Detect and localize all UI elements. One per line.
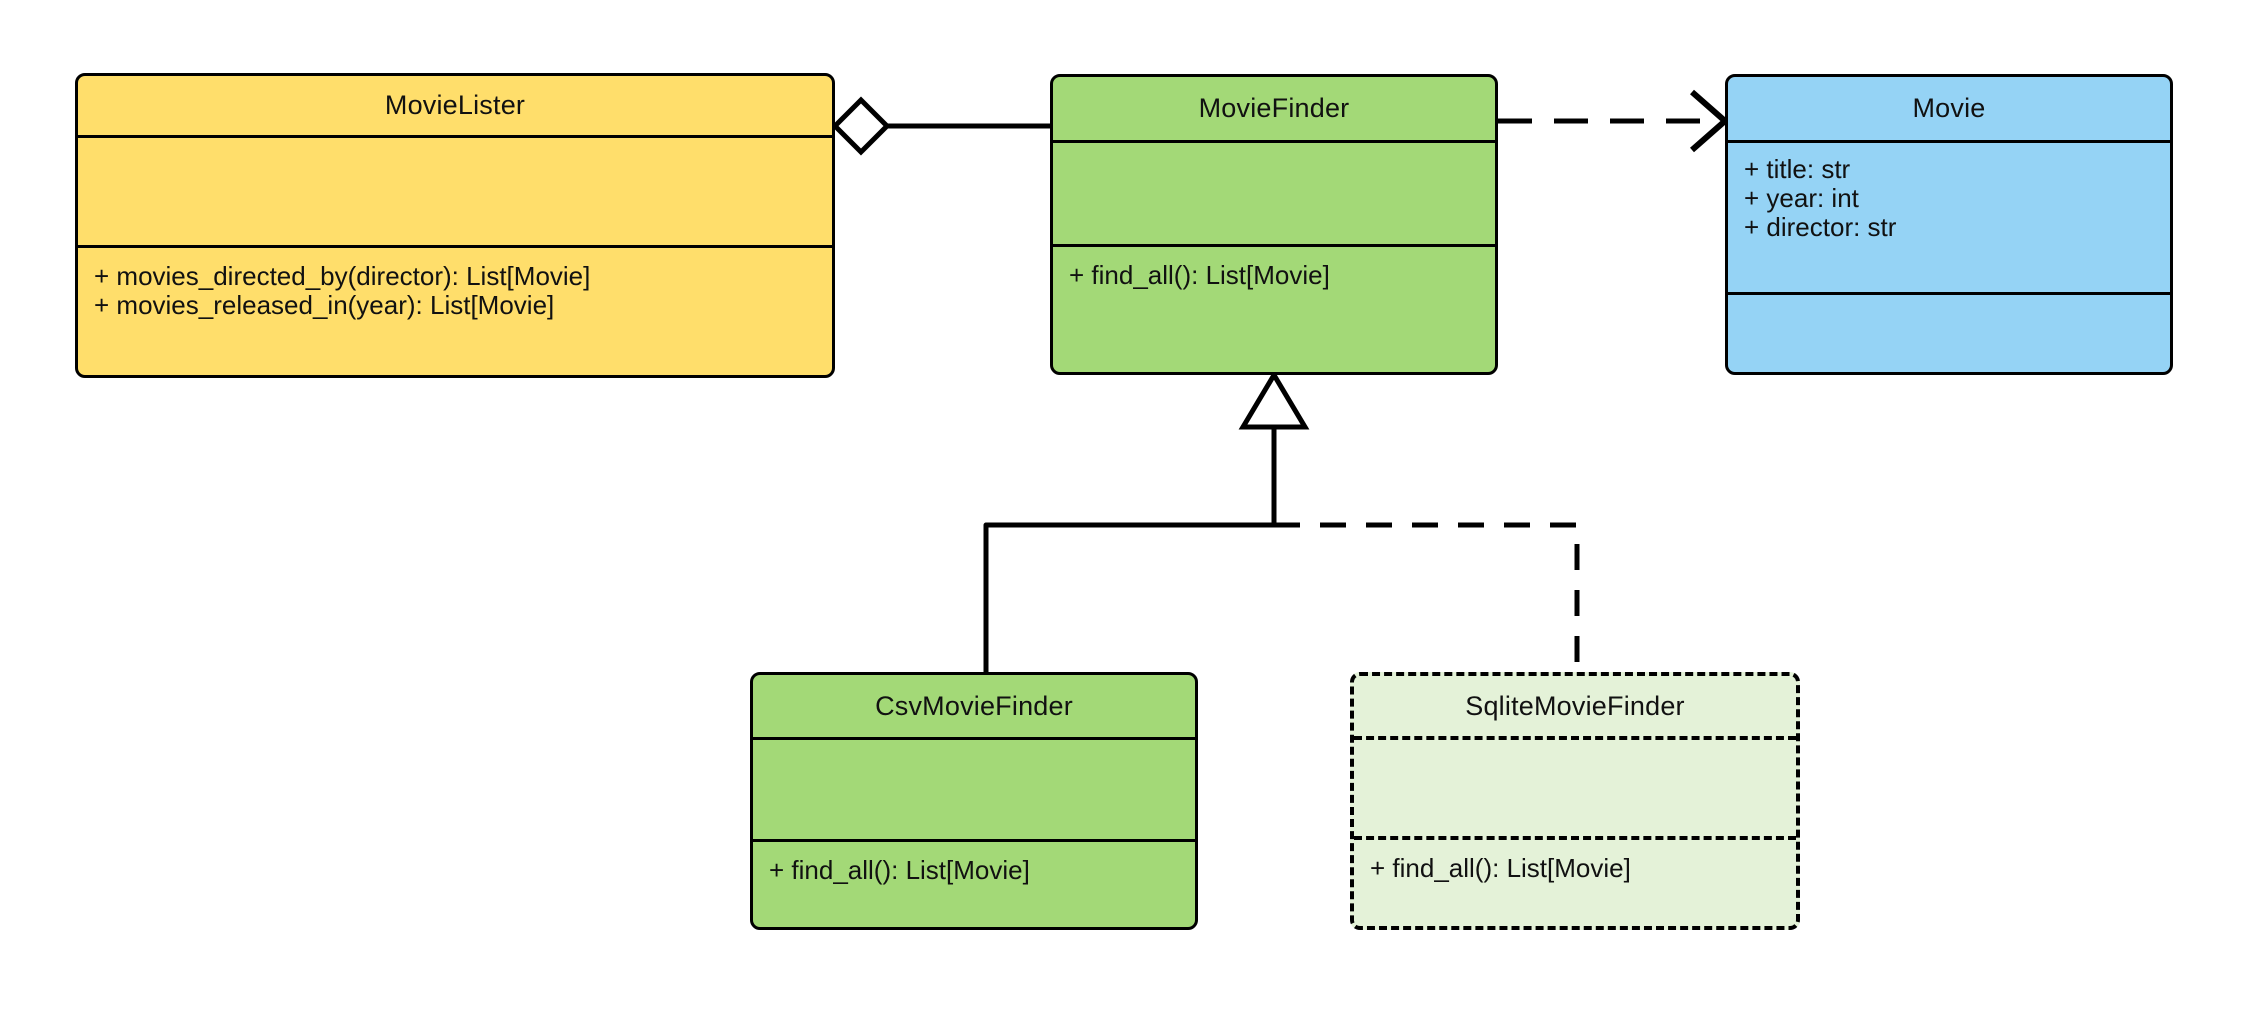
- class-attributes-sqlite-movie-finder: [1354, 740, 1796, 840]
- class-name-movie-lister: MovieLister: [78, 76, 832, 138]
- class-operations-sqlite-movie-finder: + find_all(): List[Movie]: [1354, 840, 1796, 926]
- class-name-movie-finder: MovieFinder: [1053, 77, 1495, 143]
- attribute-item: + title: str: [1744, 154, 1851, 184]
- class-box-movie-lister[interactable]: MovieLister + movies_directed_by(directo…: [75, 73, 835, 378]
- hollow-diamond-icon: [831, 96, 891, 156]
- class-name-movie: Movie: [1728, 77, 2170, 143]
- operation-item: + find_all(): List[Movie]: [1370, 853, 1631, 883]
- operation-item: + movies_directed_by(director): List[Mov…: [94, 261, 591, 291]
- generalization-line-csv: [983, 522, 1274, 672]
- class-operations-movie-lister: + movies_directed_by(director): List[Mov…: [78, 248, 832, 375]
- aggregation-lister-to-finder: [831, 96, 1050, 156]
- class-name-csv-movie-finder: CsvMovieFinder: [753, 675, 1195, 740]
- open-arrow-icon: [1690, 89, 1730, 153]
- generalization-sqlite-to-finder: [1274, 522, 1580, 672]
- class-box-movie-finder[interactable]: MovieFinder + find_all(): List[Movie]: [1050, 74, 1498, 375]
- class-box-sqlite-movie-finder[interactable]: SqliteMovieFinder + find_all(): List[Mov…: [1350, 672, 1800, 930]
- class-attributes-movie: + title: str + year: int + director: str: [1728, 143, 2170, 295]
- class-operations-movie: [1728, 295, 2170, 372]
- class-name-sqlite-movie-finder: SqliteMovieFinder: [1354, 676, 1796, 740]
- generalization-line-sqlite: [1274, 522, 1580, 672]
- class-box-csv-movie-finder[interactable]: CsvMovieFinder + find_all(): List[Movie]: [750, 672, 1198, 930]
- operation-item: + find_all(): List[Movie]: [1069, 260, 1330, 290]
- attribute-item: + director: str: [1744, 212, 1897, 243]
- class-operations-csv-movie-finder: + find_all(): List[Movie]: [753, 842, 1195, 927]
- class-attributes-movie-finder: [1053, 143, 1495, 247]
- class-attributes-movie-lister: [78, 138, 832, 248]
- operation-item: + movies_released_in(year): List[Movie]: [94, 290, 555, 321]
- dependency-finder-to-movie: [1498, 89, 1730, 153]
- operation-item: + find_all(): List[Movie]: [769, 855, 1030, 885]
- generalization-csv-to-finder: [983, 522, 1274, 672]
- generalization-triangle-group: [1238, 370, 1310, 525]
- class-box-movie[interactable]: Movie + title: str + year: int + directo…: [1725, 74, 2173, 375]
- hollow-triangle-icon: [1238, 370, 1310, 430]
- class-attributes-csv-movie-finder: [753, 740, 1195, 842]
- attribute-item: + year: int: [1744, 183, 1859, 214]
- class-operations-movie-finder: + find_all(): List[Movie]: [1053, 247, 1495, 372]
